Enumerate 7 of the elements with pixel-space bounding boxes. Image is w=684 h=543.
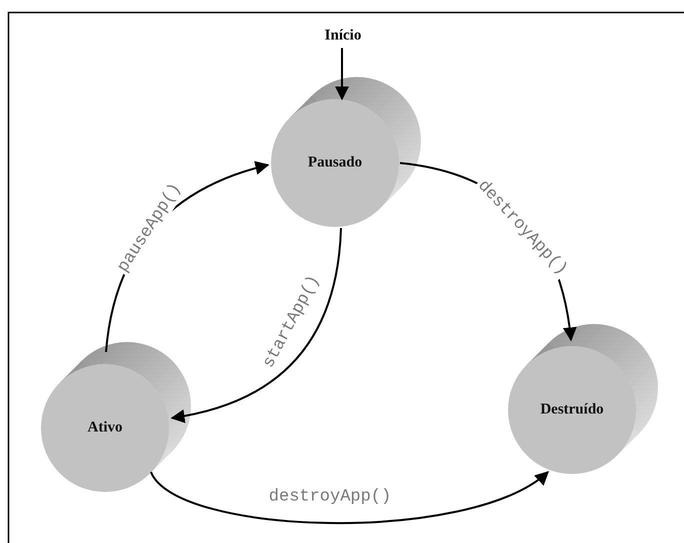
state-name: Pausado	[308, 154, 362, 172]
transition-arrow	[170, 228, 342, 423]
transition-arrow	[150, 471, 550, 524]
state-name: Ativo	[88, 420, 122, 436]
transition-arrow	[335, 48, 349, 100]
state-name: Destruído	[540, 402, 604, 418]
start-label: Início	[324, 28, 362, 44]
